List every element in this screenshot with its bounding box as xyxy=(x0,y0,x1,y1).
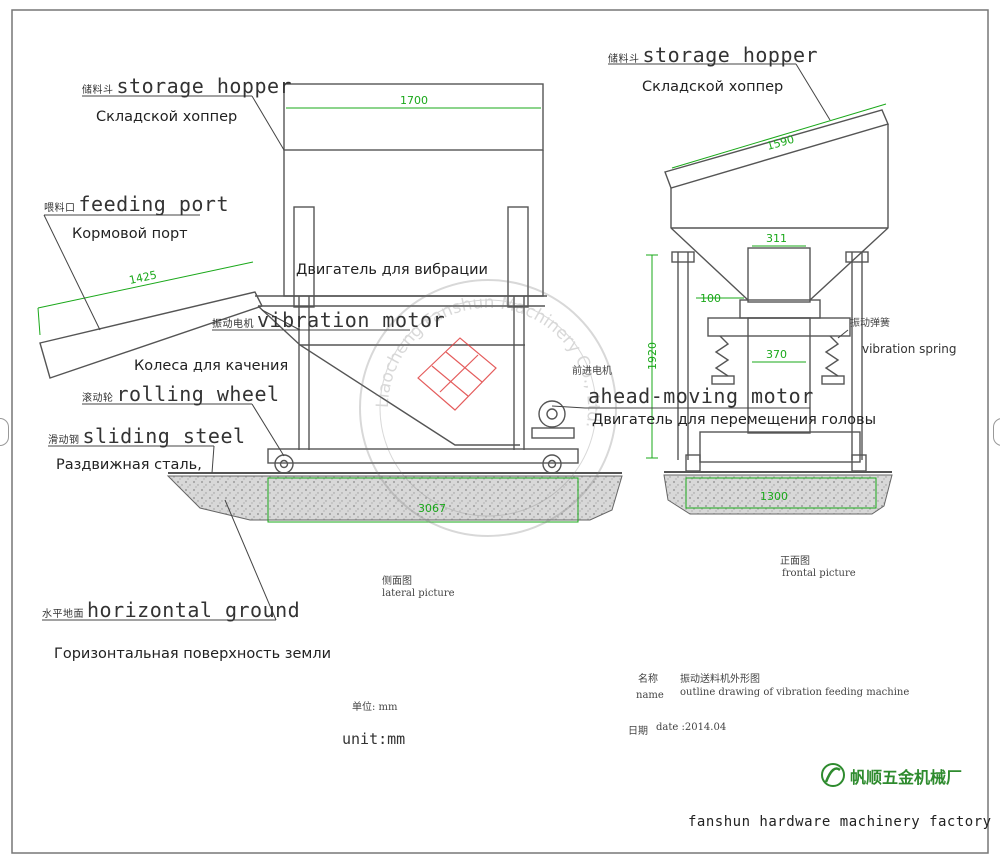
title-name-cn: 振动送料机外形图 xyxy=(680,674,760,685)
dim-base-length: 3067 xyxy=(418,502,446,515)
leader-lines-lateral xyxy=(42,95,410,621)
ru-storage-hopper-right: Складской хоппер xyxy=(642,79,784,95)
ru-rolling-wheel: Колеса для качения xyxy=(134,358,289,374)
ru-vibration-motor: Двигатель для вибрации xyxy=(296,262,488,278)
ru-horizontal-ground: Горизонтальная поверхность земли xyxy=(54,646,332,662)
frontal-view xyxy=(664,109,892,473)
lateral-hopper-top xyxy=(283,83,544,151)
label-ahead-moving-motor-cn: 前进电机 xyxy=(572,366,612,377)
title-date-label: 日期 xyxy=(628,726,648,737)
rolling-wheel-left xyxy=(274,454,294,474)
caption-frontal-en: frontal picture xyxy=(782,568,856,579)
dim-hopper-width: 1700 xyxy=(400,94,428,107)
dim-370: 370 xyxy=(766,348,787,361)
title-name-en-label: name xyxy=(636,690,664,701)
lateral-ground xyxy=(166,475,623,521)
factory-name: fanshun hardware machinery factory xyxy=(688,814,992,830)
label-vibration-spring-cn: 振动弹簧 xyxy=(850,318,890,329)
dim-feeding-port: 1425 xyxy=(128,268,158,287)
rolling-wheel-right xyxy=(542,454,562,474)
drawing-border xyxy=(11,9,989,854)
frontal-ground xyxy=(663,474,893,515)
vibration-spring-left xyxy=(714,335,730,377)
factory-logo-icon xyxy=(821,763,845,787)
ru-ahead-moving-motor: Двигатель для перемещения головы xyxy=(592,412,877,428)
lateral-base-beam xyxy=(267,448,579,464)
ru-feeding-port: Кормовой порт xyxy=(72,226,188,242)
label-ahead-moving-motor: ahead-moving motor xyxy=(588,384,814,408)
title-name-cn-label: 名称 xyxy=(638,674,658,685)
dim-height: 1920 xyxy=(646,342,659,370)
title-date: date :2014.04 xyxy=(656,722,727,733)
hatch-plate xyxy=(417,337,497,411)
dim-base-front: 1300 xyxy=(760,490,788,503)
factory-logo xyxy=(818,760,848,794)
caption-lateral-cn: 侧面图 xyxy=(382,576,412,587)
label-vibration-spring-en: vibration spring xyxy=(862,342,957,356)
factory-logo-cn: 帆顺五金机械厂 xyxy=(850,768,963,787)
unit-cn: 单位: mm xyxy=(352,702,398,713)
frontal-dimensions xyxy=(646,103,887,509)
unit-en: unit:mm xyxy=(342,730,406,748)
side-tab-right[interactable] xyxy=(993,418,1000,446)
ahead-moving-motor-shape xyxy=(538,400,566,428)
lateral-dimensions xyxy=(37,107,579,523)
ru-sliding-steel: Раздвижная сталь, xyxy=(56,457,202,473)
dim-front-hopper: 1590 xyxy=(765,133,795,153)
ru-storage-hopper-left: Складской хоппер xyxy=(96,109,238,125)
leader-lines-frontal xyxy=(551,63,849,409)
lateral-view xyxy=(39,83,622,474)
caption-frontal-cn: 正面图 xyxy=(780,556,810,567)
dim-100: 100 xyxy=(700,292,721,305)
dim-311: 311 xyxy=(766,232,787,245)
vibration-spring-right xyxy=(824,335,840,377)
caption-lateral-en: lateral picture xyxy=(382,588,455,599)
title-name-en: outline drawing of vibration feeding mac… xyxy=(680,687,910,698)
